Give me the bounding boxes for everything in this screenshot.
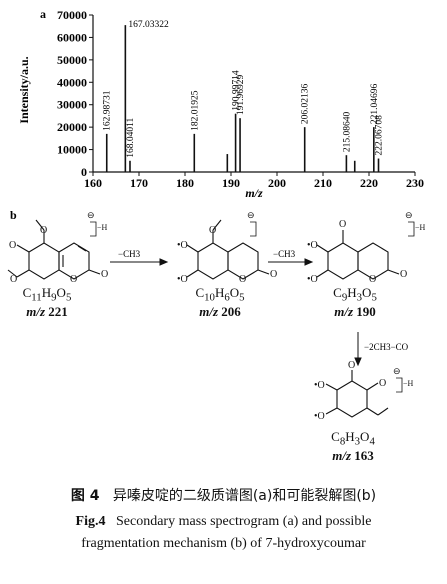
x-tick-label: 230 [406, 176, 424, 190]
atom-o: O [270, 269, 277, 280]
mz-value: m/z 190 [334, 303, 376, 319]
atom-o-radical: •O [314, 380, 325, 391]
caption-line: Secondary mass spectrogram (a) and possi… [116, 514, 372, 529]
panel-label-a: a [40, 7, 46, 21]
atom-o-radical: •O [307, 240, 318, 251]
y-axis-title: Intensity/a.u. [17, 56, 31, 123]
y-tick-label: 10000 [57, 143, 87, 157]
loss-label: −2CH3−CO [364, 342, 409, 352]
caption-english: Fig.4 Secondary mass spectrogram (a) and… [0, 511, 447, 533]
charge-suffix: −H [415, 223, 426, 232]
fragmentation-scheme: b O O O O O O •O •O O O [7, 208, 426, 422]
formula: C10H6O5 [195, 285, 245, 304]
mass-spectrum-chart: a 160 170 180 190 200 210 220 230 0 10000 20000 300… [17, 7, 424, 200]
atom-o-radical: •O [314, 411, 325, 422]
molecule-163 [325, 370, 389, 418]
x-tick-label: 210 [314, 176, 332, 190]
panel-label-b: b [10, 208, 17, 222]
atom-o: O [369, 274, 376, 285]
y-tick-label: 70000 [57, 8, 87, 22]
charge-sign: ⊖ [247, 210, 255, 220]
compound-label-163: C8H3O4 m/z 163 [318, 429, 388, 463]
atom-o: O [40, 225, 47, 236]
peak-label: 221.04696 [370, 84, 380, 125]
formula: C11H9O5 [22, 285, 72, 304]
figure-caption: 图 4 异嗪皮啶的二级质谱图(a)和可能裂解图(b) Fig.4 Seconda… [0, 485, 447, 555]
reaction-arrow [110, 258, 362, 367]
chart-axes: 160 170 180 190 200 210 220 230 0 10000 20000 30000… [57, 8, 424, 190]
peak-label: 222.06708 [375, 115, 385, 156]
loss-label: −CH3 [118, 249, 141, 259]
x-tick-label: 200 [268, 176, 286, 190]
formula: C8H3O4 [331, 429, 375, 448]
peak-label: 167.03322 [128, 20, 169, 30]
molecule-190 [316, 230, 400, 280]
atom-o: O [10, 274, 17, 285]
x-tick-label: 220 [360, 176, 378, 190]
atom-o-radical: •O [177, 274, 188, 285]
peak-label: 162.98731 [103, 90, 113, 131]
formula: C9H3O5 [333, 285, 377, 304]
chart-peaks: 162.98731 167.03322 168.04011 182.01925 190.… [103, 20, 385, 172]
atom-o: O [70, 274, 77, 285]
figure-number: 图 4 [70, 488, 100, 504]
charge-suffix: −H [403, 379, 414, 388]
caption-text: 异嗪皮啶的二级质谱图(a)和可能裂解图(b) [112, 488, 377, 504]
peak-label: 206.02136 [301, 84, 311, 125]
y-tick-label: 60000 [57, 30, 87, 44]
x-tick-label: 190 [222, 176, 240, 190]
y-tick-label: 20000 [57, 120, 87, 134]
molecule-221 [7, 219, 101, 280]
x-tick-label: 160 [84, 176, 102, 190]
atom-o: O [339, 219, 346, 230]
peak-label: 190.99714 [232, 70, 242, 111]
atom-o: O [379, 378, 386, 389]
atom-o-radical: •O [307, 274, 318, 285]
mz-value: m/z 163 [332, 447, 374, 463]
caption-chinese: 图 4 异嗪皮啶的二级质谱图(a)和可能裂解图(b) [0, 485, 447, 505]
figure-number-en: Fig.4 [75, 514, 106, 529]
peak-label: 182.01925 [190, 90, 200, 131]
mz-value: m/z 221 [26, 303, 68, 319]
x-tick-label: 170 [130, 176, 148, 190]
x-axis-title: m/z [245, 186, 263, 200]
mz-value: m/z 206 [199, 303, 241, 319]
caption-english-line2: fragmentation mechanism (b) of 7-hydroxy… [81, 536, 366, 551]
atom-o: O [209, 225, 216, 236]
peak-label: 191.96929 [236, 75, 246, 116]
y-tick-label: 30000 [57, 98, 87, 112]
charge-bracket [90, 221, 415, 393]
charge-sign: ⊖ [87, 210, 95, 220]
y-tick-label: 40000 [57, 75, 87, 89]
atom-o: O [101, 269, 108, 280]
atom-o: O [9, 240, 16, 251]
peak-label: 168.04011 [126, 118, 136, 158]
atom-o-radical: •O [177, 240, 188, 251]
atom-o: O [239, 274, 246, 285]
charge-sign: ⊖ [405, 210, 413, 220]
y-tick-label: 50000 [57, 53, 87, 67]
atom-o: O [400, 269, 407, 280]
y-tick-label: 0 [81, 165, 87, 179]
atom-o: O [348, 360, 355, 371]
compound-label-206: C10H6O5 m/z 206 [185, 285, 255, 319]
x-tick-label: 180 [176, 176, 194, 190]
peak-label: 215.08640 [342, 112, 352, 153]
loss-label: −CH3 [273, 249, 296, 259]
charge-sign: ⊖ [393, 366, 401, 376]
compound-label-190: C9H3O5 m/z 190 [320, 285, 390, 319]
molecule-206 [186, 219, 270, 280]
charge-suffix: −H [97, 223, 108, 232]
compound-label-221: C11H9O5 m/z 221 [12, 285, 82, 319]
